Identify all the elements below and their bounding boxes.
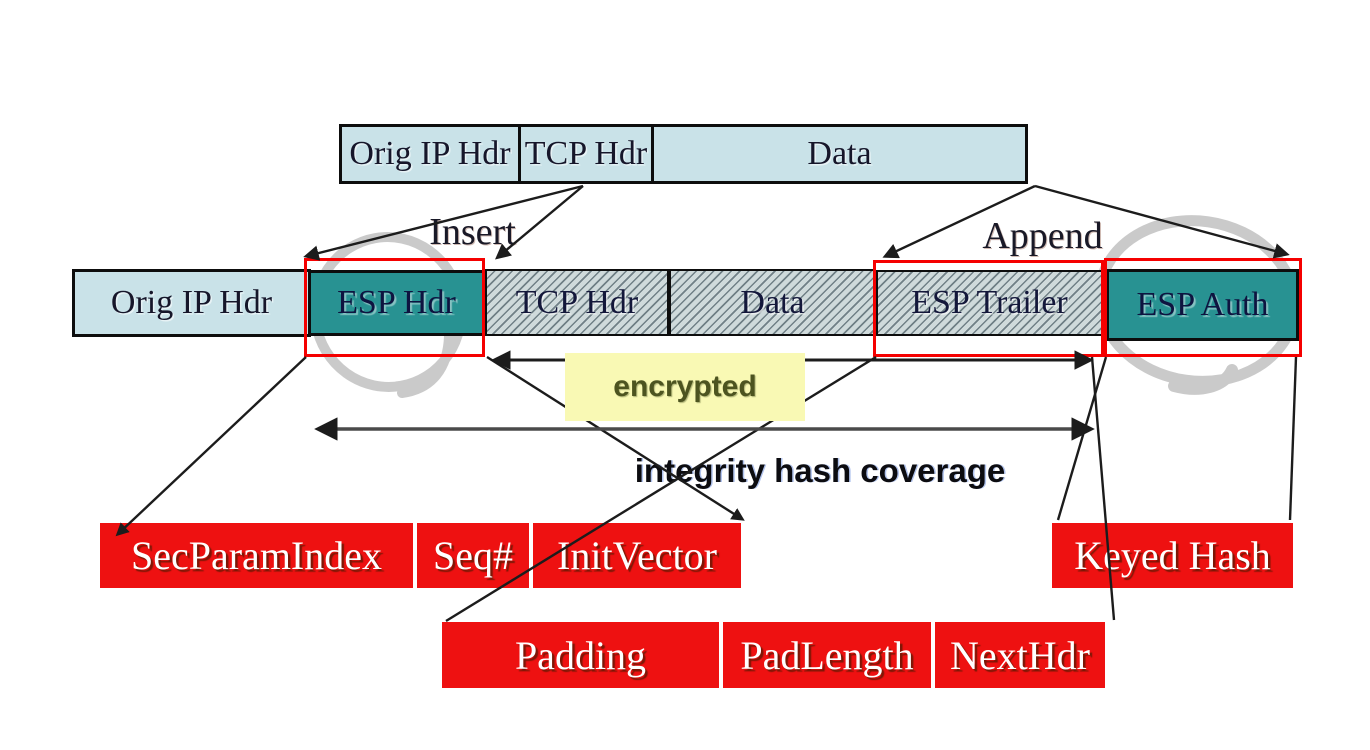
field-label-keyed-hash: Keyed Hash (1074, 533, 1271, 578)
field-cell-initvector: InitVector (533, 523, 741, 588)
mid-row-cell-esp-hdr: ESP Hdr (308, 270, 485, 336)
top-row-label-tcp-hdr: TCP Hdr (524, 135, 648, 172)
mid-row-label-esp-trailer: ESP Trailer (911, 284, 1068, 321)
field-label-padding: Padding (514, 632, 647, 678)
field-label-nexthdr: NextHdr (950, 632, 1090, 678)
field-cell-padlength: PadLength (723, 622, 931, 688)
mid-row-label-orig-ip-hdr: Orig IP Hdr (110, 284, 273, 321)
field-cell-keyed-hash: Keyed Hash (1052, 523, 1293, 588)
mid-row-cell-tcp-hdr: TCP Hdr (485, 269, 669, 336)
field-label-seq: Seq# (433, 533, 513, 578)
encrypted-highlight: encrypted (565, 353, 805, 421)
red-outline-esp-trailer (873, 260, 1104, 357)
encrypted-label-text: encrypted (613, 370, 757, 403)
highlight-circle-esp-hdr (309, 232, 467, 398)
mid-row-cell-data: Data (669, 269, 876, 336)
append-arrow-to-esp-auth (1034, 184, 1290, 259)
mid-row-label-esp-auth: ESP Auth (1136, 286, 1269, 323)
mid-row-label-data: Data (740, 283, 805, 321)
mid-row-label-esp-hdr: ESP Hdr (337, 284, 456, 321)
insert-label: Insert (410, 211, 535, 253)
field-label-padlength: PadLength (740, 632, 914, 678)
connector-esp-auth-to-keyed-hash-left (1056, 356, 1108, 521)
top-row-label-data: Data (807, 135, 872, 172)
red-outline-esp-hdr (304, 258, 485, 357)
insert-arrow-to-esp-hdr (303, 184, 584, 261)
field-label-secparamindex: SecParamIndex (130, 533, 382, 578)
integrity-coverage-text: integrity hash coverage (634, 452, 1006, 489)
connector-esp-trailer-to-nexthdr (1090, 356, 1116, 621)
top-row-cell-data: Data (651, 124, 1028, 184)
integrity-coverage-label: integrity hash coverage (620, 451, 1020, 491)
field-label-initvector: InitVector (557, 533, 717, 578)
append-label: Append (965, 215, 1120, 257)
append-arrow-to-esp-trailer (882, 184, 1036, 259)
top-row-label-orig-ip-hdr: Orig IP Hdr (349, 135, 511, 172)
connector-esp-hdr-to-secparamindex (115, 356, 307, 537)
connector-esp-auth-to-keyed-hash-right (1288, 356, 1298, 521)
mid-row-cell-orig-ip-hdr: Orig IP Hdr (72, 269, 311, 337)
top-row-cell-tcp-hdr: TCP Hdr (518, 124, 654, 184)
field-cell-nexthdr: NextHdr (935, 622, 1105, 688)
field-cell-padding: Padding (442, 622, 719, 688)
red-outline-esp-auth (1104, 258, 1302, 357)
field-cell-seq: Seq# (417, 523, 529, 588)
mid-row-label-tcp-hdr: TCP Hdr (515, 283, 639, 321)
highlight-circle-esp-auth (1093, 215, 1301, 395)
append-label-text: Append (982, 215, 1103, 257)
insert-label-text: Insert (429, 211, 516, 253)
mid-row-cell-esp-auth: ESP Auth (1106, 269, 1299, 341)
top-row-cell-orig-ip-hdr: Orig IP Hdr (339, 124, 521, 184)
field-cell-secparamindex: SecParamIndex (100, 523, 413, 588)
insert-arrow-to-tcp-hdr (495, 185, 584, 260)
mid-row-cell-esp-trailer: ESP Trailer (876, 270, 1103, 336)
